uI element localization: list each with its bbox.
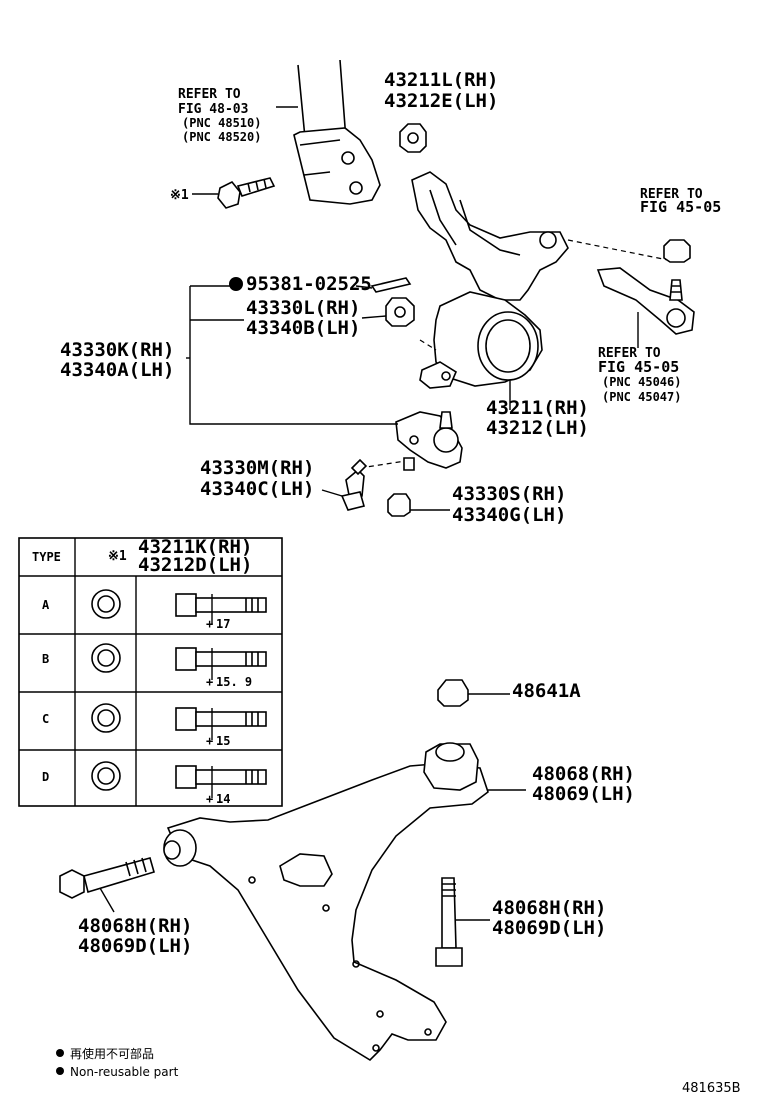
table-row-c-drawing [91, 703, 267, 740]
table-row-d-type: D [42, 770, 49, 784]
rear-bolt-lh: 48069D(LH) [492, 917, 606, 939]
ball-joint-drawing [395, 411, 463, 471]
legend-en: Non-reusable part [70, 1065, 179, 1079]
refer-strut-line3: (PNC 48510) [182, 116, 261, 130]
ball-joint-bolt-rh: 43330M(RH) [200, 457, 314, 479]
table-header-type: TYPE [32, 550, 61, 564]
table-row-a-dim: 17 [216, 617, 230, 631]
table-row-d-dim: 14 [216, 792, 230, 806]
table-row-a-dim-arrow: + [206, 617, 213, 631]
strut-drawing [276, 59, 381, 205]
tie-rod-nut-icon [663, 239, 691, 263]
rear-bolt-rh: 48068H(RH) [492, 897, 606, 919]
star-bolt-label: ※1 [170, 188, 189, 203]
ball-joint-nut-lh: 43340B(LH) [246, 317, 360, 339]
type-table [18, 537, 283, 807]
type-table-text: TYPE ※1 43211K(RH) 43212D(LH) A B C D + … [32, 536, 252, 806]
table-row-a-type: A [42, 598, 50, 612]
legend-bullet-en [56, 1067, 64, 1075]
ball-joint-nut2-icon [387, 493, 450, 517]
tie-rod-end-drawing [596, 267, 695, 348]
knuckle-rh: 43211(RH) [486, 397, 589, 419]
refer-tie-rod-line1: REFER TO [598, 346, 661, 361]
refer-tie-rod-line3: (PNC 45046) [602, 375, 681, 389]
knuckle-nut-lh: 43212E(LH) [384, 90, 498, 112]
table-header-lh: 43212D(LH) [138, 554, 252, 576]
ball-joint-nut2-rh: 43330S(RH) [452, 483, 566, 505]
table-row-d-drawing [91, 761, 267, 798]
table-row-d-dim-arrow: + [206, 792, 213, 806]
legend-jp: 再使用不可部品 [70, 1046, 154, 1061]
ball-joint-assy-lh: 43340A(LH) [60, 359, 174, 381]
knuckle-nut-rh: 43211L(RH) [384, 69, 498, 91]
arm-nut-label: 48641A [512, 680, 581, 702]
table-row-c-dim: 15 [216, 734, 230, 748]
bushing-rh: 48068(RH) [532, 763, 635, 785]
ball-joint-nut-icon [361, 297, 415, 327]
ball-joint-nut-rh: 43330L(RH) [246, 297, 360, 319]
table-row-b-dim-arrow: + [206, 675, 213, 689]
cotter-pin-icon [355, 277, 412, 293]
ball-joint-bolt-lh: 43340C(LH) [200, 478, 314, 500]
rear-bolt-icon [435, 877, 490, 967]
table-header-rh: 43211K(RH) [138, 536, 252, 558]
refer-tie-rod-line4: (PNC 45047) [602, 390, 681, 404]
refer-tie-rod-nut-line2: FIG 45-05 [640, 198, 721, 216]
figure-id: 481635B [682, 1081, 741, 1096]
knuckle-lh: 43212(LH) [486, 417, 589, 439]
refer-strut-line1: REFER TO [178, 87, 241, 102]
front-bolt-lh: 48069D(LH) [78, 935, 192, 957]
table-row-a-drawing [91, 589, 267, 624]
front-bolt-rh: 48068H(RH) [78, 915, 192, 937]
callout-labels: REFER TO FIG 48-03 (PNC 48510) (PNC 4852… [60, 69, 721, 957]
bushing-lh: 48069(LH) [532, 783, 635, 805]
refer-strut-line2: FIG 48-03 [178, 102, 248, 117]
pin-label: 95381-02525 [246, 273, 372, 295]
table-header-star: ※1 [108, 549, 127, 564]
knuckle-nut-icon [399, 123, 427, 153]
table-row-b-type: B [42, 652, 49, 666]
legend-bullet-jp [56, 1049, 64, 1057]
ball-joint-bolt-icon [321, 458, 368, 511]
refer-strut-line4: (PNC 48520) [182, 130, 261, 144]
ball-joint-nut2-lh: 43340G(LH) [452, 504, 566, 526]
table-row-c-dim-arrow: + [206, 734, 213, 748]
pin-bullet-icon [229, 277, 243, 291]
refer-tie-rod-nut-line1: REFER TO [640, 187, 703, 202]
refer-tie-rod-line2: FIG 45-05 [598, 358, 679, 376]
star-bolt-icon [192, 177, 276, 209]
table-row-b-dim: 15. 9 [216, 675, 252, 689]
steering-knuckle-drawing [411, 171, 569, 410]
table-row-b-drawing [91, 643, 267, 680]
table-row-c-type: C [42, 712, 49, 726]
lower-control-arm-drawing [163, 742, 526, 1062]
arm-nut-icon [437, 679, 510, 707]
ball-joint-assy-rh: 43330K(RH) [60, 339, 174, 361]
front-bolt-icon [59, 857, 155, 913]
